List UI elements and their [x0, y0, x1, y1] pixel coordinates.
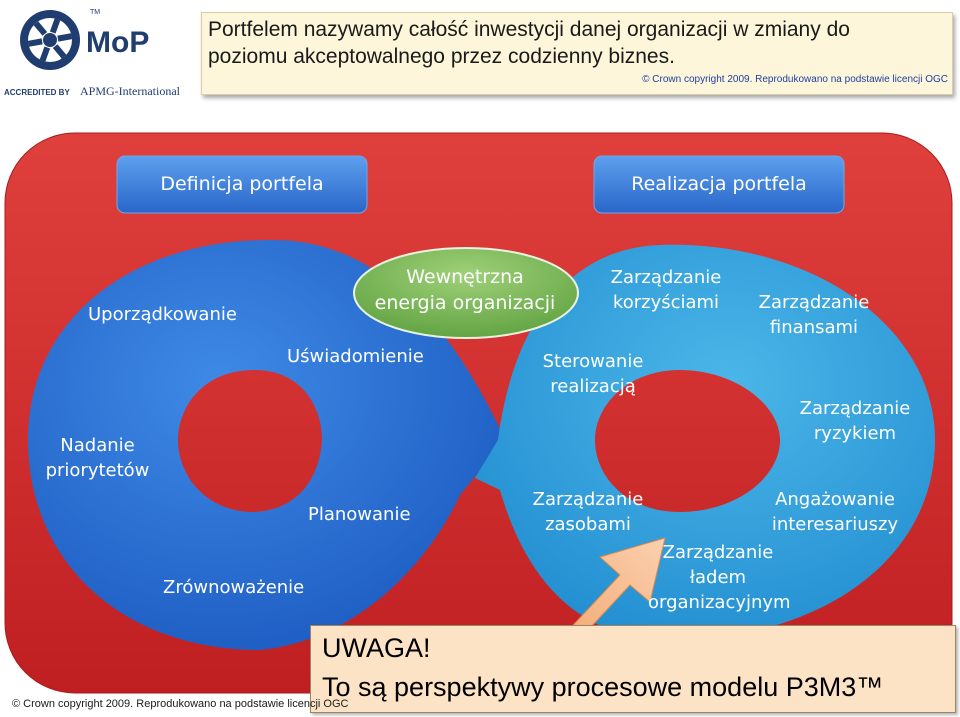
label-interes-1: Angażowanie	[775, 489, 895, 510]
label-lad-2: ładem	[689, 567, 747, 588]
label-lad-3: organizacyjnym	[648, 592, 791, 613]
label-nadanie-2: priorytetów	[45, 460, 150, 481]
label-sterowanie-1: Sterowanie	[542, 351, 644, 372]
definition-button	[116, 155, 368, 214]
delivery-button	[593, 155, 845, 214]
footer-copyright: © Crown copyright 2009. Reprodukowano na…	[12, 698, 349, 710]
left-loop-shape	[28, 239, 505, 650]
label-zasoby-1: Zarządzanie	[532, 489, 644, 510]
center-ellipse	[353, 247, 579, 339]
label-finanse-1: Zarządzanie	[758, 292, 870, 313]
label-finanse-2: finansami	[769, 317, 859, 338]
label-ryzyko-1: Zarządzanie	[799, 398, 911, 419]
logo-org: APMG-International	[80, 84, 181, 98]
center-label-1: Wewnętrzna	[406, 266, 524, 288]
label-uswiadomienie: Uświadomienie	[287, 346, 424, 367]
label-lad-1: Zarządzanie	[662, 542, 774, 563]
page-title: Portfelem nazywamy całość inwestycji dan…	[208, 18, 850, 68]
label-uporzadkowanie: Uporządkowanie	[88, 304, 237, 325]
definition-label: Definicja portfela	[160, 173, 324, 195]
header-box	[201, 12, 953, 95]
label-sterowanie-2: realizacją	[550, 376, 636, 397]
label-planowanie: Planowanie	[308, 504, 411, 525]
callout-title: UWAGA!	[322, 633, 431, 663]
delivery-label: Realizacja portfela	[631, 173, 807, 195]
logo-tm: TM	[90, 9, 100, 16]
header-copyright: © Crown copyright 2009. Reprodukowano na…	[642, 74, 948, 85]
callout-text: To są perspektywy procesowe modelu P3M3™	[322, 672, 884, 702]
label-ryzyko-2: ryzykiem	[813, 423, 897, 444]
label-nadanie-1: Nadanie	[60, 435, 135, 456]
label-zrownowazenie: Zrównoważenie	[163, 577, 305, 598]
logo-accredited: ACCREDITED BY	[4, 88, 70, 97]
right-loop-shape	[475, 244, 935, 641]
center-label-2: energia organizacji	[374, 292, 556, 314]
label-korzysci-2: korzyściami	[612, 292, 720, 313]
warning-callout	[310, 625, 956, 713]
label-zasoby-2: zasobami	[545, 514, 631, 535]
mop-logo: MoP TM ACCREDITED BY APMG-International	[4, 9, 181, 98]
logo-brand: MoP	[86, 26, 149, 59]
label-interes-2: interesariuszy	[771, 514, 899, 535]
label-korzysci-1: Zarządzanie	[610, 267, 722, 288]
